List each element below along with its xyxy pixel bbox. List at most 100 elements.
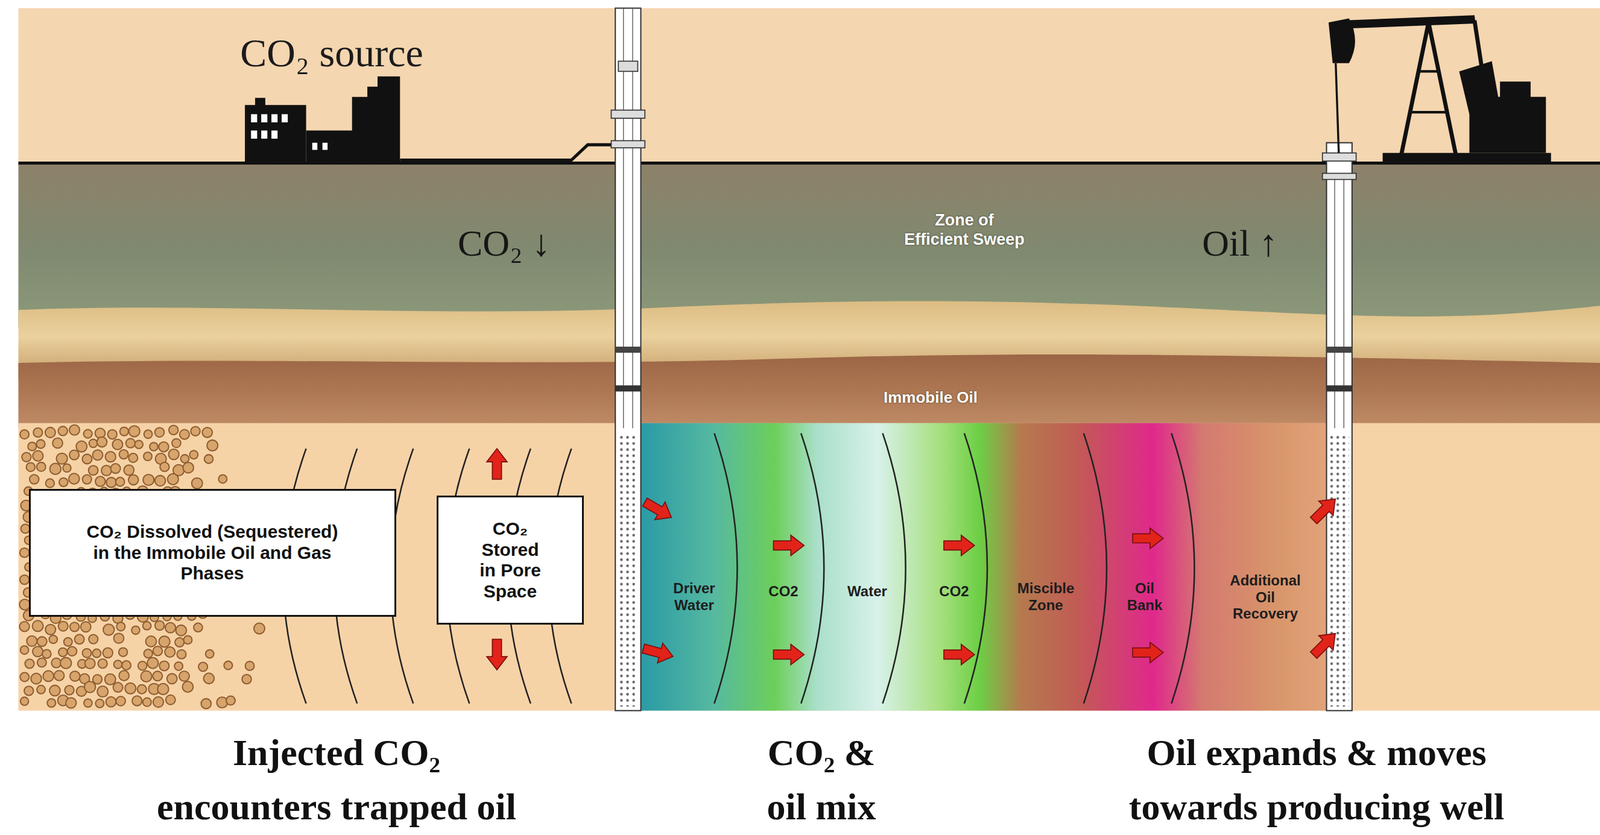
oil-droplet [48, 635, 58, 645]
oil-droplet [191, 478, 203, 490]
pump-jack [1328, 15, 1552, 163]
oil-droplet [45, 427, 56, 438]
oil-droplet [36, 685, 46, 695]
oil-droplet [83, 698, 93, 708]
oil-droplet [143, 452, 152, 461]
oil-droplet [147, 657, 159, 669]
oil-droplet [129, 425, 140, 437]
oil-droplet [180, 454, 190, 464]
oil-droplet [152, 671, 163, 681]
oil-droplet [176, 650, 186, 660]
oil-droplet [47, 698, 56, 708]
oil-droplet [190, 426, 200, 437]
oil-droplet [58, 648, 67, 657]
oil-droplet [116, 622, 125, 631]
oil-droplet [88, 465, 99, 476]
box-text: CO₂ Stored in Pore Space [478, 518, 543, 602]
oil-droplet [144, 430, 153, 439]
gearbox [1469, 97, 1546, 154]
oil-droplet [123, 464, 134, 476]
front-arc [964, 433, 988, 704]
walking-beam [1344, 15, 1476, 29]
oil-droplet [168, 449, 179, 460]
oil-droplet [45, 478, 55, 488]
oil-droplet [126, 438, 136, 448]
oil-droplet [131, 626, 140, 635]
oil-droplet [62, 464, 72, 473]
wellhead-flange [610, 110, 645, 119]
oil-droplet [159, 660, 169, 671]
oil-droplet [113, 633, 125, 644]
oil-droplet [115, 696, 126, 707]
oil-droplet [107, 430, 117, 440]
factory-window [261, 130, 268, 139]
oil-droplet [60, 657, 72, 669]
oil-droplet [124, 683, 136, 695]
factory-window [250, 113, 257, 123]
oil-droplet [142, 621, 152, 631]
oil-droplet [204, 454, 214, 464]
flow-arrows [486, 448, 1343, 671]
flow-arrow [639, 493, 677, 527]
flow-arrow [486, 639, 508, 671]
oil-droplet [74, 634, 85, 645]
well-packer [1326, 385, 1353, 392]
oil-droplet [134, 440, 143, 449]
oil-droplet [168, 425, 178, 435]
flow-arrow [1306, 626, 1343, 663]
oil-droplet [128, 453, 138, 463]
flow-arrow [1306, 492, 1343, 529]
oil-droplet [92, 449, 104, 461]
wellhead-flange [1322, 153, 1357, 162]
factory-window [261, 113, 268, 123]
oil-droplet [37, 658, 47, 668]
oil-droplet [154, 621, 165, 631]
oil-droplet [52, 438, 63, 449]
flow-label: Oil ↑ [1201, 224, 1278, 262]
oil-droplet [203, 673, 215, 685]
oil-droplet [159, 462, 169, 472]
well-packer [615, 385, 641, 392]
oil-droplet [200, 698, 212, 710]
front-arc [714, 433, 737, 704]
zone-label: Miscible Zone [1016, 580, 1076, 614]
oil-droplet [68, 473, 80, 485]
oil-droplet [103, 648, 114, 659]
front-arc [800, 433, 824, 704]
reservoir [18, 423, 1600, 712]
oil-droplet [165, 622, 176, 634]
sky [18, 8, 1600, 165]
oil-droplet [24, 659, 34, 669]
front-arc [882, 433, 906, 704]
oil-droplet [226, 695, 236, 706]
oil-droplet [88, 634, 98, 644]
oil-droplet [36, 439, 45, 449]
oil-droplet [19, 621, 29, 632]
oil-droplet [113, 660, 123, 669]
oil-droplet [119, 449, 129, 459]
oil-droplet [142, 698, 152, 707]
oil-droplet [36, 462, 46, 472]
immobile-oil-layer [18, 354, 1600, 429]
oil-droplet [153, 646, 163, 657]
oil-droplet [83, 430, 93, 439]
factory-tower [352, 76, 401, 164]
oil-droplet [27, 442, 37, 451]
oil-droplet [118, 647, 128, 657]
oil-droplet [158, 442, 169, 452]
oil-droplet [110, 463, 121, 474]
factory-window [250, 130, 257, 139]
oil-droplet [179, 671, 190, 682]
oil-droplet [50, 463, 62, 475]
oil-droplet [57, 426, 67, 436]
oil-droplet [164, 647, 175, 658]
perforations [618, 433, 638, 707]
oil-droplet [142, 474, 154, 486]
factory-window [271, 113, 278, 123]
oil-droplet [154, 427, 165, 438]
injection-well [610, 8, 645, 712]
info-box: CO₂ Stored in Pore Space [436, 495, 584, 625]
oil-droplet [30, 673, 42, 685]
wellhead-valve [618, 60, 638, 72]
